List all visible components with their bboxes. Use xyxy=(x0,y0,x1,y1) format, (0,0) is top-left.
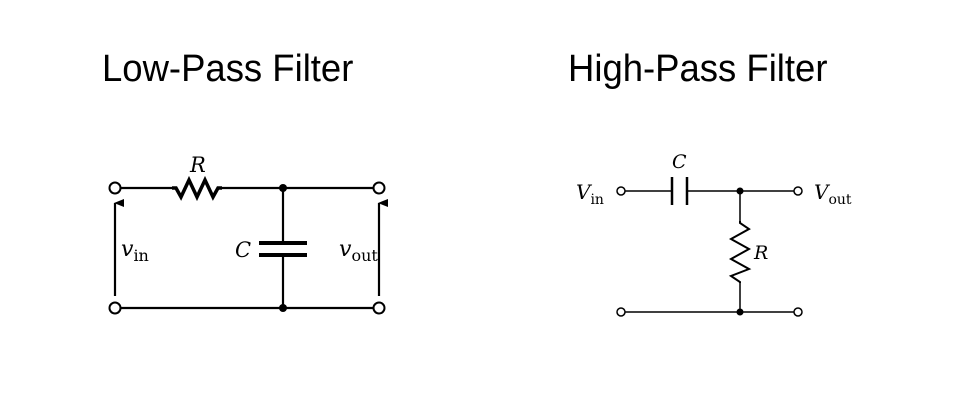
hp-input-terminal-top xyxy=(616,186,626,196)
lp-resistor-icon xyxy=(172,175,222,202)
hp-junction-dot-top xyxy=(736,187,744,195)
hp-vout-sub: out xyxy=(828,192,851,208)
hp-vout-label: Vout xyxy=(814,180,852,208)
lp-junction-dot-bottom xyxy=(279,304,287,312)
lp-vin-sub: in xyxy=(133,246,148,265)
lp-output-terminal-bottom xyxy=(372,301,386,315)
low-pass-circuit: R C vin vout xyxy=(108,153,388,315)
hp-vin-label: Vin xyxy=(576,180,604,208)
hp-resistor-icon xyxy=(728,221,752,283)
hp-resistor-label: R xyxy=(753,242,768,264)
hp-junction-dot-bottom xyxy=(736,308,744,316)
lp-capacitor-label: C xyxy=(235,238,251,262)
lp-junction-dot-top xyxy=(279,184,287,192)
lp-resistor-label: R xyxy=(189,153,206,177)
high-pass-title: High-Pass Filter xyxy=(568,48,828,90)
hp-vout-main: V xyxy=(814,180,831,204)
hp-vin-sub: in xyxy=(590,192,604,208)
lp-vin-label: vin xyxy=(121,237,149,265)
lp-vout-main: v xyxy=(339,237,352,262)
hp-output-terminal-top xyxy=(793,186,803,196)
low-pass-title: Low-Pass Filter xyxy=(102,48,354,90)
lp-vout-sub: out xyxy=(351,246,378,265)
hp-input-terminal-bottom xyxy=(616,307,626,317)
lp-input-terminal-top xyxy=(108,181,122,195)
hp-output-terminal-bottom xyxy=(793,307,803,317)
lp-output-terminal-top xyxy=(372,181,386,195)
lp-input-terminal-bottom xyxy=(108,301,122,315)
lp-vin-main: v xyxy=(121,237,134,262)
hp-capacitor-label: C xyxy=(672,151,687,173)
lp-vout-label: vout xyxy=(339,237,378,265)
high-pass-circuit: C R Vin Vout xyxy=(576,151,852,317)
hp-vin-main: V xyxy=(576,180,593,204)
